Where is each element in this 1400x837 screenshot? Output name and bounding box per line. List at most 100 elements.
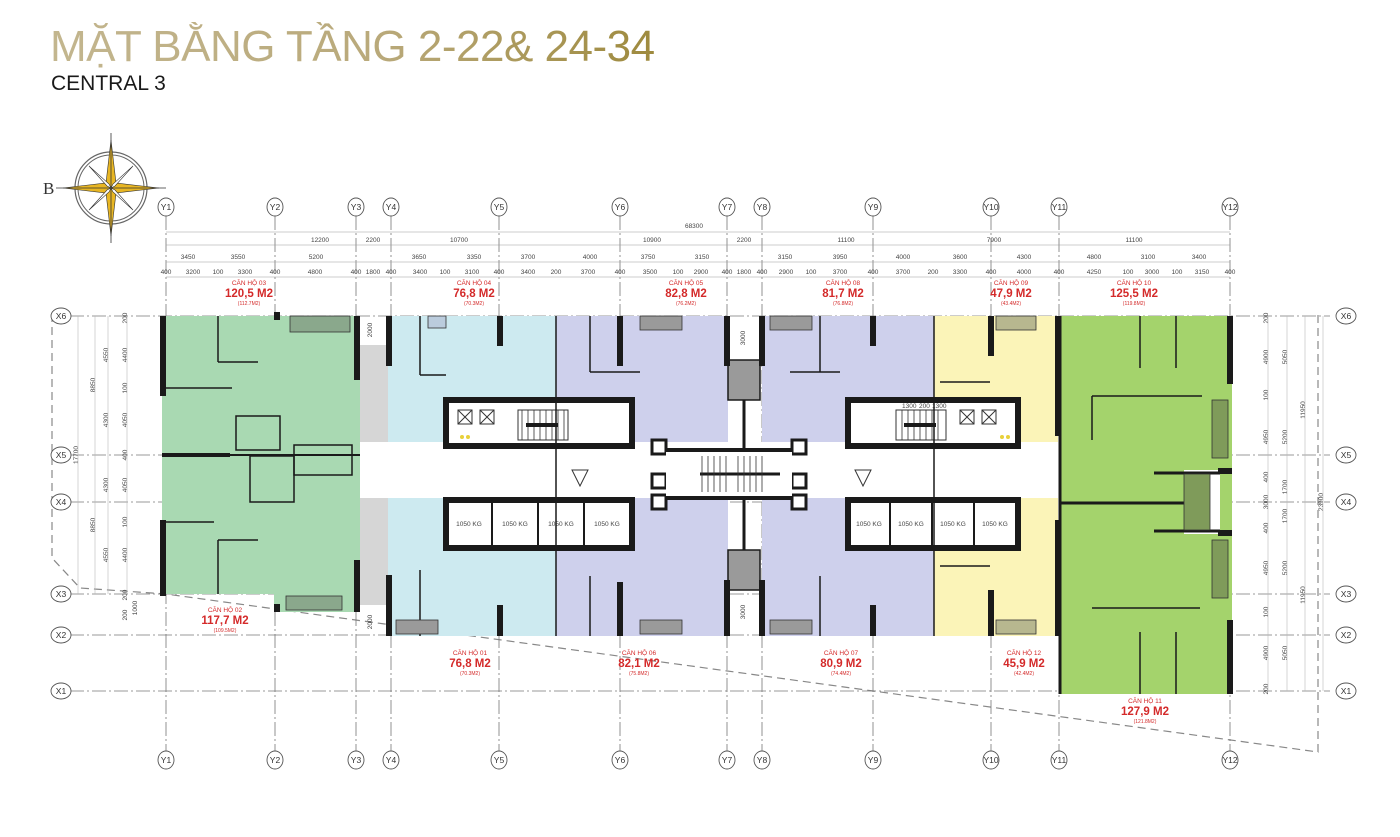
stair-dimension: 200 (919, 403, 930, 410)
axis-bubble (266, 750, 284, 770)
unit-area: 47,9 M2 (990, 288, 1032, 300)
dimension-value: 11100 (1125, 237, 1142, 244)
dimension-value: 200 (122, 589, 129, 600)
axis-label-y: Y3 (351, 202, 362, 212)
dimension-value: 400 (1263, 471, 1270, 482)
dimension-value: 3700 (521, 254, 536, 261)
dimension-value: 4900 (1263, 349, 1270, 364)
dimension-value: 3700 (581, 269, 596, 276)
axis-label-x: X1 (56, 686, 67, 696)
axis-label-x: X2 (56, 630, 67, 640)
dimension-value: 3100 (1141, 254, 1156, 261)
unit-carpet-area: (109.5M2) (214, 628, 237, 634)
unit-name: CĂN HỘ 03 (232, 278, 267, 287)
axis-bubble (1221, 750, 1239, 770)
dimension-value: 7900 (987, 237, 1002, 244)
dimension-value: 100 (1172, 269, 1183, 276)
page-title: MẶT BẰNG TẦNG 2-22& 24-34 (50, 22, 655, 71)
unit-carpet-area: (76.2M2) (676, 301, 696, 307)
unit-area: 76,8 M2 (453, 288, 495, 300)
core-left (443, 397, 635, 551)
compass-rose-icon: B (43, 133, 166, 243)
unit-carpet-area: (43.4M2) (1001, 301, 1021, 307)
unit-name: CĂN HỘ 07 (824, 648, 859, 657)
dimension-value: 200 (928, 269, 939, 276)
dimension-value: 3650 (412, 254, 427, 261)
axis-label-y: Y5 (494, 202, 505, 212)
dimension-value: 4250 (1087, 269, 1102, 276)
axis-label-x: X4 (56, 497, 67, 507)
lift-capacity-label: 1050 KG (548, 521, 574, 528)
axis-bubble (1335, 585, 1357, 603)
dimension-value: 2200 (737, 237, 752, 244)
axis-label-x: X3 (56, 589, 67, 599)
dimension-value: 1000 (132, 600, 139, 615)
dimension-value: 200 (551, 269, 562, 276)
axis-bubble (718, 197, 736, 217)
dimension-value: 400 (1225, 269, 1236, 276)
dimension-value: 2200 (366, 237, 381, 244)
dimension-value: 400 (722, 269, 733, 276)
axis-bubble (382, 197, 400, 217)
axis-bubble (157, 750, 175, 770)
dimension-value: 4550 (103, 347, 110, 362)
axis-label-y: Y12 (1222, 755, 1237, 765)
unit-name: CĂN HỘ 10 (1117, 278, 1152, 287)
dimension-value: 3500 (643, 269, 658, 276)
axis-label-x: X5 (1341, 450, 1352, 460)
dimension-value: 3000 (1263, 494, 1270, 509)
lift-capacity-label: 1050 KG (940, 521, 966, 528)
dimension-value: 200 (1263, 683, 1270, 694)
dimension-value: 400 (1263, 522, 1270, 533)
dimension-value: 3300 (953, 269, 968, 276)
unit-name: CĂN HỘ 12 (1007, 648, 1042, 657)
unit-fills (162, 316, 1232, 694)
axis-label-y: Y11 (1052, 202, 1067, 212)
axis-bubble (611, 197, 629, 217)
axis-bubble (490, 197, 508, 217)
axis-bubble (1050, 750, 1068, 770)
dimension-value: 400 (757, 269, 768, 276)
dimension-value: 3950 (833, 254, 848, 261)
dimension-value: 400 (122, 449, 129, 460)
dimension-value: 400 (270, 269, 281, 276)
dimension-value: 11950 (1300, 401, 1307, 419)
dimension-value: 5200 (1282, 560, 1289, 575)
axis-label-y: Y1 (161, 202, 172, 212)
dimension-value: 5050 (1282, 645, 1289, 660)
axis-label-x: X6 (1341, 311, 1352, 321)
dimension-value: 3150 (695, 254, 710, 261)
axis-bubble (50, 626, 72, 644)
dimension-value: 11100 (837, 237, 854, 244)
dimension-value: 100 (1263, 389, 1270, 400)
dimension-value: 1700 (1282, 508, 1289, 523)
dimension-value: 4400 (122, 547, 129, 562)
dimension-value: 2900 (779, 269, 794, 276)
dimension-value: 4300 (103, 477, 110, 492)
dimension-value: 1800 (737, 269, 752, 276)
balconies (285, 315, 1229, 635)
lift-capacity-label: 1050 KG (982, 521, 1008, 528)
axis-bubble (1050, 197, 1068, 217)
lift-capacity-label: 1050 KG (502, 521, 528, 528)
dimension-value: 4000 (896, 254, 911, 261)
dimension-value: 100 (122, 516, 129, 527)
unit-area: 117,7 M2 (201, 615, 248, 627)
unit-name: CĂN HỘ 11 (1128, 696, 1162, 705)
axis-label-y: Y7 (722, 202, 733, 212)
site-boundary (51, 314, 1319, 753)
axis-bubble (982, 750, 1000, 770)
axis-label-y: Y8 (757, 202, 768, 212)
dimension-value: 3400 (413, 269, 428, 276)
axis-bubble (1335, 446, 1357, 464)
axis-label-y: Y10 (983, 755, 998, 765)
